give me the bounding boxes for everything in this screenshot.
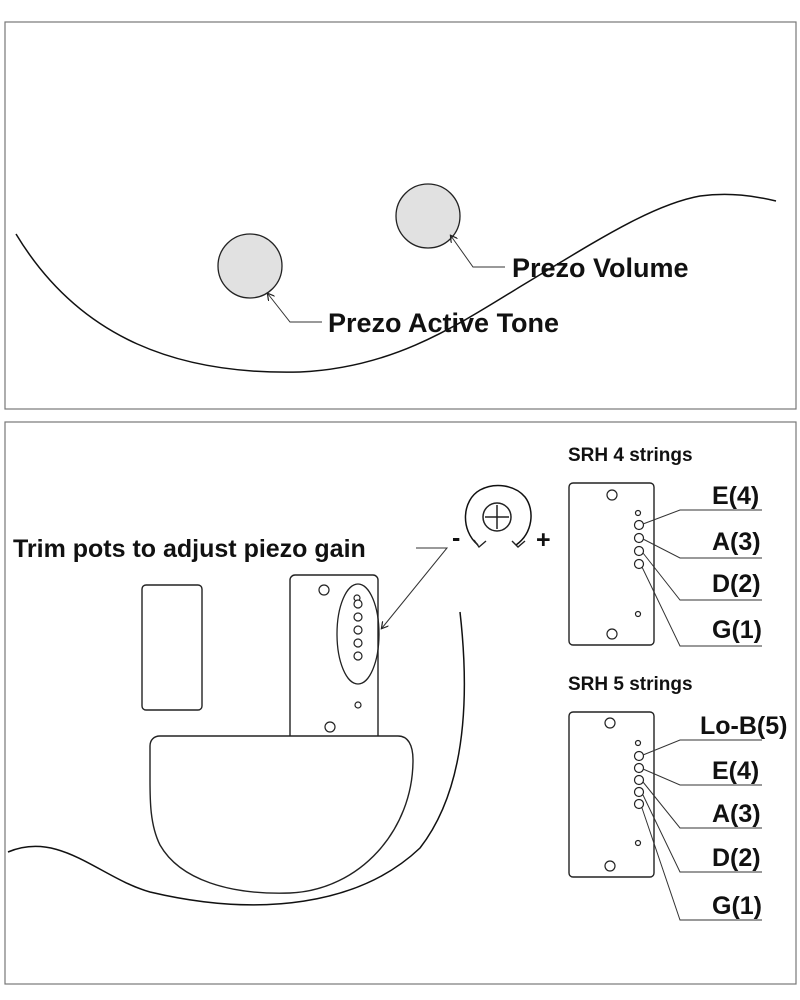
volume-label: Prezo Volume xyxy=(512,253,689,283)
srh5-hole-top xyxy=(634,739,642,747)
srh4-leader-a xyxy=(642,538,762,559)
tone-label: Prezo Active Tone xyxy=(328,308,559,338)
srh5-leader-d xyxy=(642,794,762,873)
srh5-plate xyxy=(568,711,655,878)
srh5-string-label: Lo-B(5) xyxy=(700,712,787,740)
srh4-string-label: A(3) xyxy=(712,528,761,556)
srh4-trim-pot[interactable] xyxy=(633,558,645,570)
plate-screw-top xyxy=(318,584,330,596)
srh4-plate xyxy=(568,482,655,646)
srh5-string-label: G(1) xyxy=(712,892,762,920)
bottom-panel-frame xyxy=(4,421,797,985)
srh5-leader-e xyxy=(642,768,762,786)
piezo-volume-knob[interactable] xyxy=(395,183,461,249)
body-contour-right xyxy=(7,611,466,906)
neck-pickup xyxy=(141,584,203,711)
srh4-trim-pot[interactable] xyxy=(633,545,645,557)
plate-screw-bottom xyxy=(324,721,336,733)
srh5-trim-pot[interactable] xyxy=(633,762,645,774)
trim-pot[interactable] xyxy=(353,638,363,648)
srh4-leader-g xyxy=(641,566,762,647)
srh5-screw-top xyxy=(604,717,616,729)
trim-pots-label: Trim pots to adjust piezo gain xyxy=(13,535,366,563)
srh4-trim-pot[interactable] xyxy=(633,519,645,531)
srh5-leader-a xyxy=(642,781,762,829)
trim-pot-group-outline xyxy=(336,583,380,685)
bridge-block xyxy=(149,735,414,894)
srh5-trim-pot[interactable] xyxy=(633,774,645,786)
srh4-string-label: D(2) xyxy=(712,570,761,598)
top-panel: Prezo Volume Prezo Active Tone xyxy=(4,21,797,410)
srh4-hole-top xyxy=(634,509,642,517)
piezo-tone-knob[interactable] xyxy=(217,233,283,299)
trim-pot[interactable] xyxy=(353,651,363,661)
srh5-string-label: D(2) xyxy=(712,844,761,872)
srh4-screw-bottom xyxy=(606,628,618,640)
srh4-string-label: E(4) xyxy=(712,482,759,510)
minus-sign: - xyxy=(452,524,460,552)
srh5-string-label: A(3) xyxy=(712,800,761,828)
trim-pot[interactable] xyxy=(353,599,363,609)
srh4-string-label: G(1) xyxy=(712,616,762,644)
srh4-title: SRH 4 strings xyxy=(568,445,693,466)
tone-leader-line xyxy=(268,294,322,323)
srh4-leader-d xyxy=(642,552,762,601)
volume-leader-line xyxy=(451,236,505,268)
trim-pot[interactable] xyxy=(353,612,363,622)
plate-small-hole xyxy=(354,701,362,709)
srh4-leader-e xyxy=(642,509,762,525)
srh5-trim-pot[interactable] xyxy=(633,798,645,810)
srh5-screw-bottom xyxy=(604,860,616,872)
srh5-leader-lob xyxy=(642,739,762,756)
srh4-hole-bottom xyxy=(634,610,642,618)
bridge-plate xyxy=(289,574,379,746)
srh5-string-label: E(4) xyxy=(712,757,759,785)
srh5-trim-pot[interactable] xyxy=(633,786,645,798)
srh4-screw-top xyxy=(606,489,618,501)
trim-leader-line xyxy=(382,547,449,628)
srh5-hole-bottom xyxy=(634,839,642,847)
trim-pot[interactable] xyxy=(353,625,363,635)
srh5-leader-g xyxy=(641,807,762,921)
srh5-title: SRH 5 strings xyxy=(568,674,693,695)
plus-sign: + xyxy=(536,526,551,554)
bottom-panel: Trim pots to adjust piezo gain - + SRH 4… xyxy=(4,421,797,985)
body-contour-top xyxy=(15,193,777,373)
srh5-trim-pot[interactable] xyxy=(633,750,645,762)
srh4-trim-pot[interactable] xyxy=(633,532,645,544)
screwdriver-adjust-icon xyxy=(464,484,532,549)
